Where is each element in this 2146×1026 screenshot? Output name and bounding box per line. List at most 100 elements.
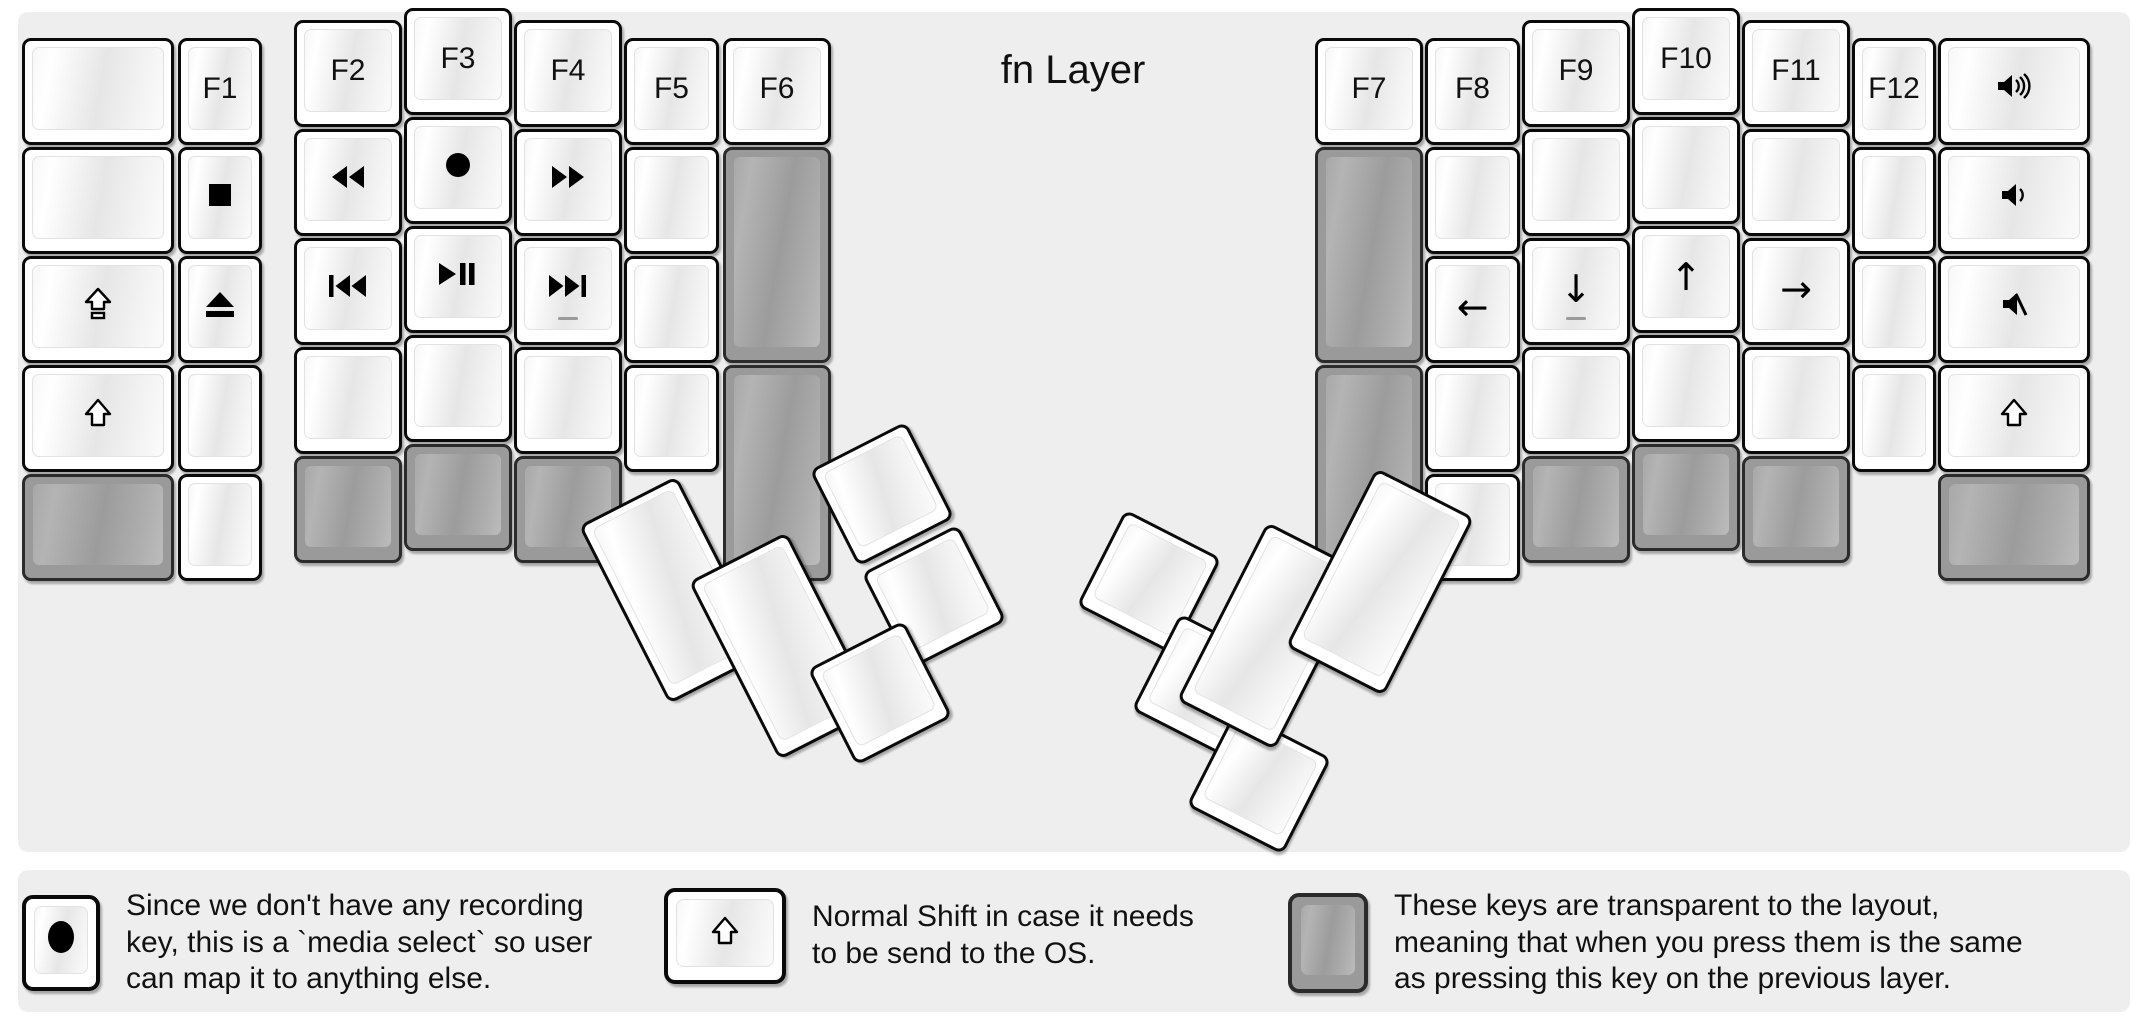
arrow-left-icon: ← [1456,284,1489,329]
key-right-col-pinky-1[interactable] [1742,129,1850,236]
keycap-face [676,899,774,967]
key-left-col-pinky-1[interactable] [178,147,262,254]
keycap-face [414,126,502,209]
key-left-col-middle-3[interactable] [404,335,512,442]
keycap-face: ← [1435,265,1510,348]
keycap-face [524,356,612,439]
key-left-col-ring-3[interactable] [294,347,402,454]
key-right-col-pinky-0[interactable]: F11 [1742,20,1850,127]
key-left-col-ring-4[interactable] [294,456,402,563]
key-left-col-pinky-outer-1[interactable] [22,147,174,254]
key-right-col-pinky-3[interactable] [1742,347,1850,454]
key-left-col-pinky-outer-3[interactable] [22,365,174,472]
key-right-col-ring-2[interactable]: ↑ [1632,226,1740,333]
key-right-col-middle-1[interactable] [1522,129,1630,236]
key-left-col-index-inner-3[interactable] [624,365,719,472]
keycap-face [1532,138,1620,221]
keycap-face [188,265,252,348]
key-right-col-outer-1[interactable] [1938,147,2090,254]
legend-description-1: Normal Shift in case it needs to be send… [812,900,1194,970]
keycap-face [524,247,612,330]
key-right-col-index-1[interactable] [1425,147,1520,254]
key-label: F6 [759,71,795,105]
key-left-col-pinky-4[interactable] [178,474,262,581]
key-label: F3 [440,41,476,75]
key-right-col-pinky-outer-3[interactable] [1852,365,1936,472]
key-left-col-pinky-2[interactable] [178,256,262,363]
keycap-face [32,374,164,457]
keycap-face [32,483,164,566]
legend-description-2: These keys are transparent to the layout… [1394,889,2023,996]
key-right-col-middle-2[interactable]: ↓ [1522,238,1630,345]
key-right-col-ring-3[interactable] [1632,335,1740,442]
key-left-col-index-2[interactable] [514,238,622,345]
key-left-col-index-inner-2[interactable] [624,256,719,363]
key-right-col-ring-1[interactable] [1632,117,1740,224]
keycap-face [188,374,252,457]
key-left-col-pinky-outer-4[interactable] [22,474,174,581]
keycap-face [1862,374,1926,457]
key-right-col-index-inner-0[interactable]: F7 [1315,38,1423,145]
legend-description-0: Since we don't have any recording key, t… [126,889,593,996]
key-right-col-ring-0[interactable]: F10 [1632,8,1740,115]
key-right-col-outer-3[interactable] [1938,365,2090,472]
keycap-face: F2 [304,29,392,112]
key-left-col-pinky-3[interactable] [178,365,262,472]
key-right-col-index-3[interactable] [1425,365,1520,472]
key-left-col-ring-1[interactable] [294,129,402,236]
key-left-col-middle-2[interactable] [404,226,512,333]
volume-mute-icon [1999,290,2029,323]
key-label: F12 [1868,71,1920,105]
legend-item-0: Since we don't have any recording key, t… [22,888,592,998]
key-right-col-index-inner-1[interactable] [1315,147,1423,363]
key-right-col-outer-2[interactable] [1938,256,2090,363]
key-left-col-ring-0[interactable]: F2 [294,20,402,127]
key-right-col-outer-4[interactable] [1938,474,2090,581]
key-left-col-pinky-0[interactable]: F1 [178,38,262,145]
key-label: F11 [1771,53,1821,87]
keycap-face [304,465,392,548]
keycap-face [304,138,392,221]
keycap-face: ↑ [1642,235,1730,318]
keycap-face: F8 [1435,47,1510,130]
key-left-col-pinky-outer-0[interactable] [22,38,174,145]
key-right-col-pinky-2[interactable]: → [1742,238,1850,345]
keycap-face [304,356,392,439]
key-right-col-index-0[interactable]: F8 [1425,38,1520,145]
key-right-col-outer-0[interactable] [1938,38,2090,145]
key-left-col-index-inner-0[interactable]: F5 [624,38,719,145]
keycap-face [634,265,709,348]
key-right-col-middle-4[interactable] [1522,456,1630,563]
legend-sample-key-1 [664,888,786,984]
shift-icon [1999,397,2029,434]
key-left-col-extra-1[interactable] [723,147,831,363]
key-right-col-middle-3[interactable] [1522,347,1630,454]
key-left-col-middle-0[interactable]: F3 [404,8,512,115]
keycap-face [1435,374,1510,457]
key-left-col-index-1[interactable] [514,129,622,236]
key-left-col-middle-4[interactable] [404,444,512,551]
key-right-col-pinky-outer-2[interactable] [1852,256,1936,363]
key-right-col-middle-0[interactable]: F9 [1522,20,1630,127]
key-left-col-ring-2[interactable] [294,238,402,345]
key-left-col-index-3[interactable] [514,347,622,454]
keycap-face [1300,903,1356,976]
key-right-col-pinky-4[interactable] [1742,456,1850,563]
key-right-col-pinky-outer-1[interactable] [1852,147,1936,254]
keycap-face [32,47,164,130]
key-right-col-ring-4[interactable] [1632,444,1740,551]
page-title: fn Layer [1000,48,1146,92]
key-left-col-middle-1[interactable] [404,117,512,224]
key-left-col-extra-0[interactable]: F6 [723,38,831,145]
keycap-face: F3 [414,17,502,100]
key-left-col-index-inner-1[interactable] [624,147,719,254]
shift-icon [83,397,113,434]
key-left-col-index-0[interactable]: F4 [514,20,622,127]
key-label: F7 [1351,71,1387,105]
keycap-face [1862,156,1926,239]
legend-item-1: Normal Shift in case it needs to be send… [664,888,1194,984]
key-right-col-pinky-outer-0[interactable]: F12 [1852,38,1936,145]
key-left-col-pinky-outer-2[interactable] [22,256,174,363]
key-right-col-index-2[interactable]: ← [1425,256,1520,363]
legend-item-2: These keys are transparent to the layout… [1288,888,2023,998]
